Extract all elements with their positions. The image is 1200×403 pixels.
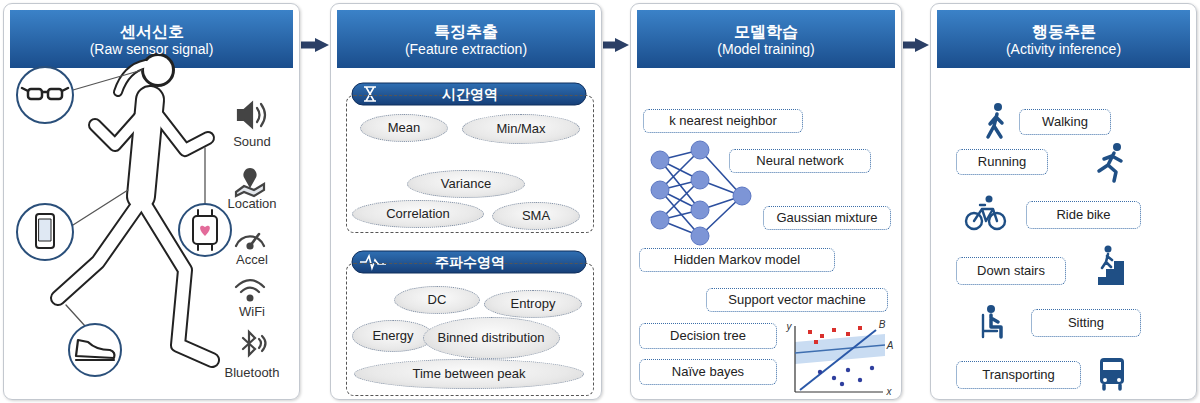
axis-label: y	[787, 321, 792, 332]
method-label: Variance	[441, 177, 491, 192]
method-label: Entropy	[511, 297, 556, 312]
stage-title: 행동추론	[1032, 22, 1096, 41]
axis-label: A	[887, 340, 894, 351]
activity-icons	[966, 103, 1124, 389]
stage-title: 센서신호	[120, 22, 184, 41]
method-label: Correlation	[386, 207, 450, 222]
feature-ellipse: Correlation	[352, 200, 484, 228]
method-box: Hidden Markov model	[639, 248, 835, 272]
stage-panel: 특징추출(Feature extraction) 시간영역 Mean Min/MaxV…	[330, 3, 602, 400]
runner-illustration	[17, 54, 231, 376]
stage-title: 특징추출	[434, 22, 498, 41]
pill-background	[352, 83, 586, 105]
method-label: Min/Max	[496, 122, 545, 137]
method-label: Mean	[388, 121, 421, 136]
method-label: Hidden Markov model	[674, 253, 800, 268]
feature-ellipse: Time between peak	[354, 359, 584, 389]
feature-ellipse: Entropy	[484, 290, 582, 318]
stage-panel: 모델학습(Model training) k nearest neighborNe…	[630, 3, 902, 400]
stage-arrow	[301, 42, 315, 49]
method-label: DC	[428, 293, 447, 308]
method-label: Neural network	[756, 154, 843, 169]
feature-ellipse: Min/Max	[462, 114, 580, 144]
stage-header: 센서신호(Raw sensor signal)	[11, 11, 292, 69]
method-box: Transporting	[956, 361, 1081, 389]
feature-ellipse: DC	[394, 286, 480, 314]
stage-title: (Activity inference)	[1006, 41, 1121, 58]
pill-background	[352, 251, 586, 273]
method-box: Decision tree	[639, 323, 777, 349]
method-label: Binned distribution	[438, 331, 545, 346]
stage-title: 모델학습	[734, 22, 798, 41]
method-label: Naïve bayes	[672, 365, 744, 380]
feature-ellipse: SMA	[492, 202, 580, 230]
method-box: Down stairs	[956, 257, 1066, 285]
method-label: Decision tree	[670, 329, 746, 344]
sensor-label: Location	[227, 196, 276, 211]
header-band	[337, 10, 595, 68]
method-box: Support vector machine	[706, 288, 888, 312]
method-box: Ride bike	[1026, 201, 1141, 229]
method-box: Naïve bayes	[639, 359, 777, 385]
method-label: Running	[978, 155, 1026, 170]
method-box: Walking	[1019, 109, 1111, 135]
group-title: 시간영역	[442, 86, 498, 104]
axis-label: B	[879, 319, 886, 330]
method-label: Sitting	[1068, 316, 1104, 331]
sensor-label: Bluetooth	[225, 365, 280, 380]
stage-header: 행동추론(Activity inference)	[938, 11, 1189, 69]
feature-ellipse: Energy	[352, 320, 434, 352]
stage-arrow	[603, 42, 615, 49]
stage-title: (Model training)	[717, 41, 814, 58]
method-box: Running	[956, 149, 1048, 175]
group-pills	[352, 83, 586, 273]
sensor-label: Accel	[236, 252, 268, 267]
sensor-label: Sound	[233, 134, 271, 149]
method-box: Neural network	[729, 149, 871, 173]
stage-panel: 행동추론(Activity inference) WalkingRunningRi…	[930, 3, 1197, 400]
method-label: Ride bike	[1056, 208, 1110, 223]
feature-ellipse: Mean	[360, 114, 448, 142]
method-box: k nearest neighbor	[643, 109, 803, 133]
method-label: Walking	[1042, 115, 1088, 130]
header-bands	[10, 10, 1190, 68]
header-band	[937, 10, 1190, 68]
feature-group: 시간영역MeanMin/MaxVarianceCorrelationSMA	[346, 95, 594, 233]
hourglass-icon	[364, 87, 376, 101]
axis-label: x	[887, 386, 892, 397]
method-label: Gaussian mixture	[776, 211, 877, 226]
connector-layer	[301, 45, 915, 46]
stage-header: 특징추출(Feature extraction)	[338, 11, 594, 69]
method-box: Gaussian mixture	[763, 206, 891, 230]
method-box: Sitting	[1031, 309, 1141, 337]
method-label: SMA	[522, 209, 550, 224]
method-label: Support vector machine	[728, 293, 865, 308]
method-label: Down stairs	[977, 264, 1045, 279]
group-title: 주파수영역	[435, 254, 505, 272]
method-label: Energy	[372, 329, 413, 344]
stage-title: (Feature extraction)	[405, 41, 527, 58]
feature-group: 주파수영역DCEntropyEnergyBinned distributionT…	[346, 263, 594, 396]
group-header: 주파수영역	[353, 252, 587, 274]
method-label: k nearest neighbor	[669, 114, 777, 129]
svm-plot	[795, 326, 885, 392]
feature-ellipse: Variance	[407, 170, 525, 198]
feature-ellipse: Binned distribution	[423, 317, 560, 359]
group-header: 시간영역	[353, 84, 587, 106]
stage-header: 모델학습(Model training)	[638, 11, 894, 69]
stage-title: (Raw sensor signal)	[90, 41, 214, 58]
stage-arrow	[903, 42, 915, 49]
header-band	[637, 10, 895, 68]
waveform-icon	[360, 256, 386, 268]
method-label: Time between peak	[413, 367, 526, 382]
sensor-label: WiFi	[239, 304, 265, 319]
method-label: Transporting	[982, 368, 1055, 383]
